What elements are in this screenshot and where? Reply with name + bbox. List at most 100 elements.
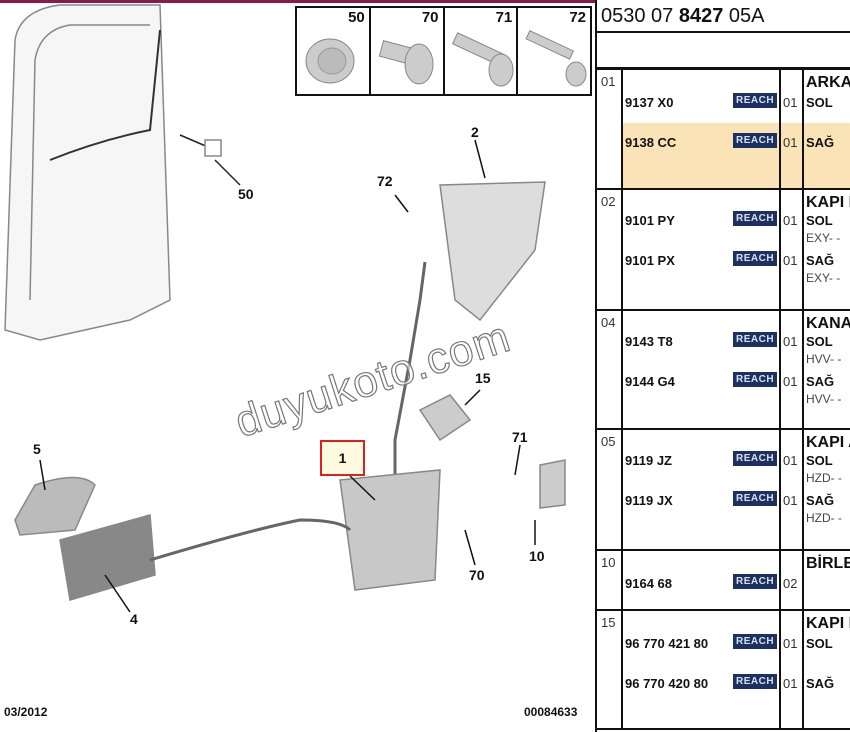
group-description: ARKA K bbox=[806, 74, 850, 91]
table-row[interactable]: 9119 JX REACH 01 SAĞ HZD- - bbox=[597, 491, 850, 525]
side: SAĞ bbox=[806, 493, 835, 508]
part-number: 9119 JZ bbox=[625, 453, 672, 468]
quantity: 01 bbox=[783, 253, 798, 268]
quantity: 01 bbox=[783, 135, 798, 150]
quantity: 01 bbox=[783, 636, 798, 651]
part-group: 04KANAT 9143 T8 REACH 01 SOL HVV- - 9144… bbox=[597, 311, 850, 430]
part-group: 15 KAPI K 96 770 421 80 REACH 01 SOL 96 7… bbox=[597, 611, 850, 730]
part-number: 9119 JX bbox=[625, 493, 673, 508]
table-title: 0530 07 8427 05A bbox=[597, 0, 850, 33]
striker bbox=[539, 459, 566, 509]
part-number: 9144 G4 bbox=[625, 374, 675, 389]
part-number: 9101 PY bbox=[625, 213, 675, 228]
table-row[interactable]: 9164 68 REACH 02 bbox=[597, 574, 850, 596]
ref-number: 01 bbox=[601, 74, 616, 89]
parts-table: 0530 07 8427 05A 01 ARKA K 9137 X0 REACH … bbox=[595, 0, 850, 732]
fastener-callout-box: 50 70 71 72 bbox=[295, 6, 592, 96]
group-description: KAPI K bbox=[806, 615, 850, 632]
table-row[interactable]: 9137 X0 REACH 01 SOL bbox=[597, 93, 850, 115]
reach-badge: REACH bbox=[733, 211, 778, 226]
top-rule bbox=[0, 0, 595, 3]
variant-note: HZD- - bbox=[806, 471, 842, 485]
ref-number: 15 bbox=[601, 615, 616, 630]
group-description: BİRLEŞ bbox=[806, 555, 850, 572]
door-lock bbox=[339, 469, 441, 591]
table-row[interactable]: 96 770 421 80 REACH 01 SOL bbox=[597, 634, 850, 656]
variant-note: EXY- - bbox=[806, 271, 841, 285]
side: SAĞ bbox=[806, 135, 835, 150]
quantity: 01 bbox=[783, 334, 798, 349]
part-number: 9101 PX bbox=[625, 253, 675, 268]
reach-badge: REACH bbox=[733, 372, 778, 387]
part-number: 9143 T8 bbox=[625, 334, 673, 349]
label-4: 4 bbox=[130, 611, 138, 627]
reach-badge: REACH bbox=[733, 451, 778, 466]
quantity: 01 bbox=[783, 95, 798, 110]
reach-badge: REACH bbox=[733, 251, 778, 266]
table-row[interactable]: 9101 PX REACH 01 SAĞ EXY- - bbox=[597, 251, 850, 285]
diagram-date: 03/2012 bbox=[4, 705, 48, 719]
bolt-icon bbox=[378, 40, 434, 85]
variant-note: EXY- - bbox=[806, 231, 841, 245]
reach-badge: REACH bbox=[733, 133, 778, 148]
exploded-parts-diagram: 50 70 71 72 duyukoto.com 50 2 72 15 1 5 … bbox=[0, 0, 595, 719]
quantity: 01 bbox=[783, 213, 798, 228]
reach-badge: REACH bbox=[733, 332, 778, 347]
label-10: 10 bbox=[529, 548, 545, 564]
side: SOL bbox=[806, 213, 833, 228]
table-row[interactable]: 9101 PY REACH 01 SOL EXY- - bbox=[597, 211, 850, 245]
diagram-code: 00084633 bbox=[524, 705, 578, 719]
part-group: 01 ARKA K 9137 X0 REACH 01 SOL 9138 CC RE… bbox=[597, 70, 850, 190]
variant-note: HVV- - bbox=[806, 392, 842, 406]
callout-71: 71 bbox=[445, 8, 519, 94]
part-number: 9138 CC bbox=[625, 135, 677, 150]
quantity: 01 bbox=[783, 374, 798, 389]
reach-badge: REACH bbox=[733, 674, 778, 689]
label-15: 15 bbox=[475, 370, 491, 386]
group-description: KAPI A bbox=[806, 434, 850, 451]
table-row[interactable]: 9138 CC REACH 01 SAĞ bbox=[597, 133, 850, 155]
table-row[interactable]: 9143 T8 REACH 01 SOL HVV- - bbox=[597, 332, 850, 366]
side: SAĞ bbox=[806, 374, 835, 389]
table-row[interactable]: 96 770 420 80 REACH 01 SAĞ bbox=[597, 674, 850, 696]
callout-50: 50 bbox=[297, 8, 371, 94]
handle-bezel bbox=[14, 476, 96, 536]
side: SOL bbox=[806, 334, 833, 349]
label-5: 5 bbox=[33, 441, 41, 457]
quantity: 01 bbox=[783, 453, 798, 468]
door-outline bbox=[4, 4, 171, 341]
inner-handle bbox=[59, 514, 156, 601]
ref-number: 02 bbox=[601, 194, 616, 209]
side: SOL bbox=[806, 453, 833, 468]
ref-number: 10 bbox=[601, 555, 616, 570]
part-group: 10 BİRLEŞ 9164 68 REACH 02 bbox=[597, 551, 850, 611]
label-1-highlighted[interactable]: 1 bbox=[320, 440, 365, 476]
diagram-drawing bbox=[4, 4, 566, 613]
part-number: 96 770 421 80 bbox=[625, 636, 709, 651]
callout-70: 70 bbox=[371, 8, 445, 94]
quantity: 02 bbox=[783, 576, 798, 591]
screw-icon bbox=[525, 29, 587, 87]
part-number: 9164 68 bbox=[625, 576, 672, 591]
table-row[interactable]: 9144 G4 REACH 01 SAĞ HVV- - bbox=[597, 372, 850, 406]
side: SOL bbox=[806, 636, 833, 651]
side: SAĞ bbox=[806, 676, 835, 691]
label-50: 50 bbox=[238, 186, 254, 202]
quantity: 01 bbox=[783, 493, 798, 508]
outer-handle-trim bbox=[439, 181, 546, 322]
side: SAĞ bbox=[806, 253, 835, 268]
label-71: 71 bbox=[512, 429, 528, 445]
label-72: 72 bbox=[377, 173, 393, 189]
variant-note: HZD- - bbox=[806, 511, 842, 525]
table-row[interactable]: 9119 JZ REACH 01 SOL HZD- - bbox=[597, 451, 850, 485]
ref-number: 04 bbox=[601, 315, 616, 330]
callout-72: 72 bbox=[518, 8, 590, 94]
quantity: 01 bbox=[783, 676, 798, 691]
variant-note: HVV- - bbox=[806, 352, 842, 366]
label-70: 70 bbox=[469, 567, 485, 583]
grommet-icon bbox=[305, 38, 355, 84]
reach-badge: REACH bbox=[733, 634, 778, 649]
screw-icon bbox=[451, 32, 513, 87]
reach-badge: REACH bbox=[733, 574, 778, 589]
